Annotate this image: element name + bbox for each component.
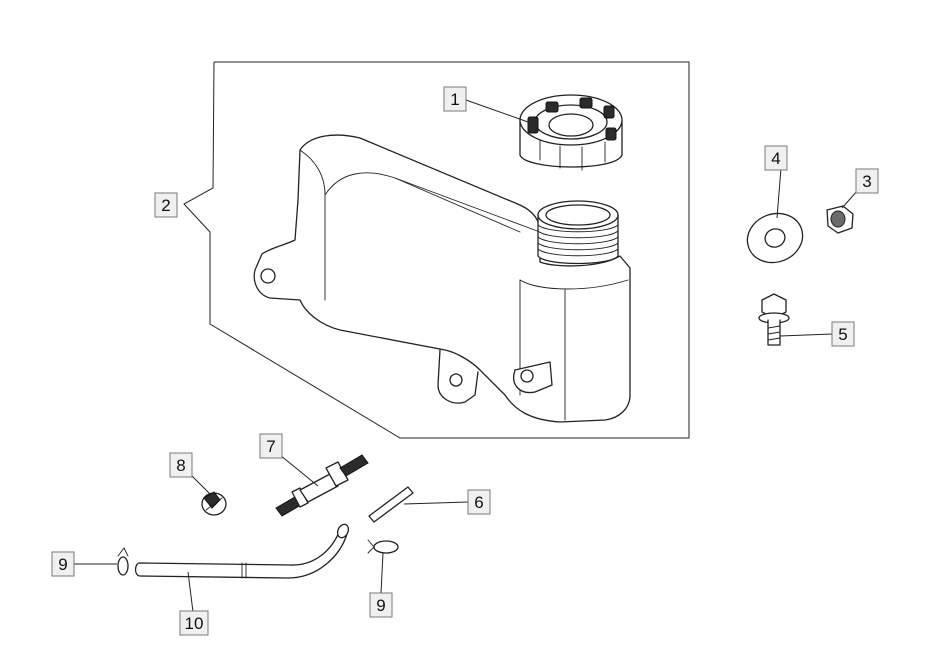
- callout-10: 10: [179, 610, 209, 636]
- callout-2-text: 2: [161, 196, 170, 215]
- callout-9-left: 9: [51, 551, 75, 577]
- callout-8-text: 8: [176, 456, 185, 475]
- hose-clip-left: [117, 547, 129, 576]
- assembly-bracket: [183, 61, 690, 439]
- fuel-hose: [134, 523, 350, 579]
- callout-6: 6: [467, 489, 491, 515]
- callout-3: 3: [855, 168, 879, 194]
- callout-4-text: 4: [771, 149, 780, 168]
- callout-8: 8: [169, 452, 193, 478]
- callout-1: 1: [443, 86, 467, 112]
- fuel-cap: [519, 94, 623, 171]
- fuel-tank: [253, 134, 631, 423]
- hose-clip-right: [367, 539, 399, 554]
- callout-10-text: 10: [185, 614, 204, 633]
- callout-9-right: 9: [369, 592, 393, 618]
- filter-pin: [368, 486, 414, 523]
- callout-7: 7: [259, 433, 283, 459]
- callout-6-text: 6: [474, 493, 483, 512]
- callout-3-text: 3: [862, 172, 871, 191]
- flange-bolt: [758, 293, 790, 346]
- callout-1-text: 1: [450, 90, 459, 109]
- callout-4: 4: [764, 145, 788, 171]
- callout-9-left-text: 9: [58, 555, 67, 574]
- fuel-fitting: [275, 454, 369, 517]
- washer: [746, 212, 804, 264]
- callout-7-text: 7: [266, 437, 275, 456]
- callout-9-right-text: 9: [376, 596, 385, 615]
- callout-2: 2: [154, 192, 178, 218]
- callout-5: 5: [831, 321, 855, 347]
- grommet: [201, 491, 227, 516]
- callout-5-text: 5: [838, 325, 847, 344]
- leader-lines: [72, 99, 859, 613]
- flange-nut: [826, 205, 854, 234]
- tank-filler-neck: [537, 200, 619, 265]
